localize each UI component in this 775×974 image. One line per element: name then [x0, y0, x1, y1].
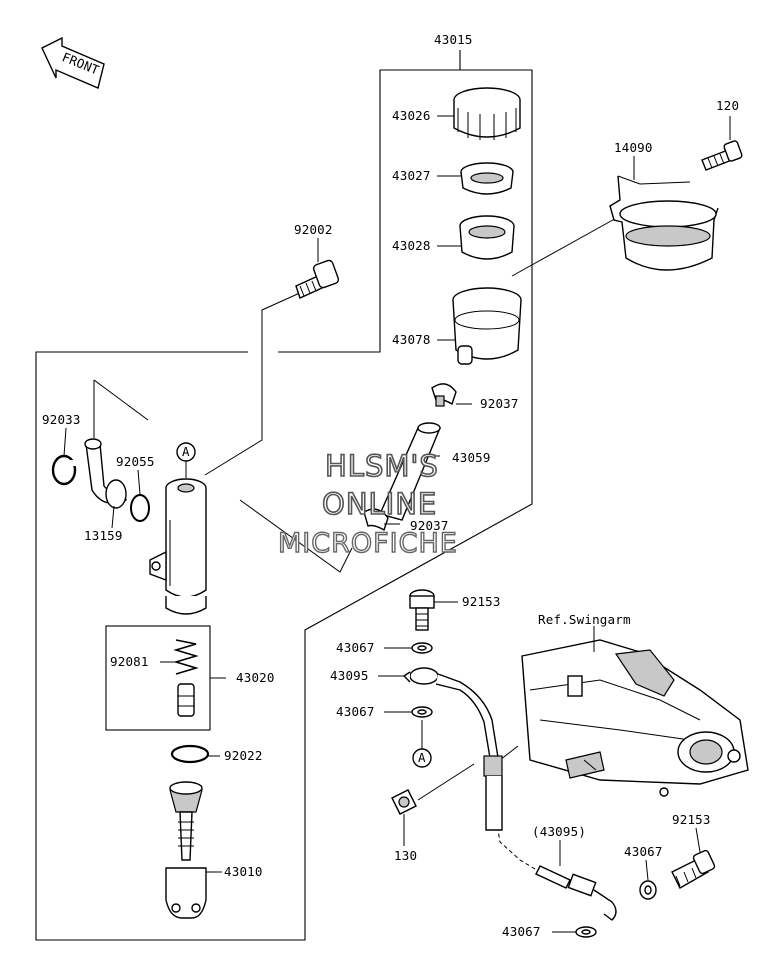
label-43095-ref: (43095) — [532, 824, 586, 839]
master-cylinder-body — [149, 478, 207, 615]
marker-a-top: A — [176, 442, 196, 478]
label-43095: 43095 — [330, 668, 369, 683]
circlip-92033 — [51, 454, 77, 486]
reservoir-guard — [609, 175, 719, 271]
label-43026: 43026 — [392, 108, 431, 123]
reservoir-tank — [452, 287, 522, 365]
hose-clamp-upper — [431, 383, 457, 407]
bolt-120 — [701, 140, 743, 171]
label-92081: 92081 — [110, 654, 149, 669]
reservoir-cap — [453, 87, 521, 140]
label-43067-d: 43067 — [624, 844, 663, 859]
banjo-bolt-lower — [671, 849, 716, 889]
label-43010: 43010 — [224, 864, 263, 879]
marker-a-bottom-text: A — [418, 750, 426, 765]
label-92002: 92002 — [294, 222, 333, 237]
bolt-130 — [391, 789, 417, 815]
push-rod — [165, 781, 207, 919]
label-92153-upper: 92153 — [462, 594, 501, 609]
label-92153-lower: 92153 — [672, 812, 711, 827]
label-43027: 43027 — [392, 168, 431, 183]
label-92037-lower: 92037 — [410, 518, 449, 533]
label-92055: 92055 — [116, 454, 155, 469]
brake-hose — [402, 667, 503, 831]
swingarm-reference — [521, 639, 749, 797]
washer-lower-left — [575, 926, 597, 938]
label-14090: 14090 — [614, 140, 653, 155]
bolt-92002 — [295, 259, 340, 299]
marker-a-bottom: A — [412, 720, 432, 768]
watermark: HLSM'S ONLINE MICROFICHE — [277, 448, 458, 560]
label-43067-a: 43067 — [336, 640, 375, 655]
label-43028: 43028 — [392, 238, 431, 253]
banjo-bolt-upper — [409, 589, 435, 631]
label-13159: 13159 — [84, 528, 123, 543]
label-92033: 92033 — [42, 412, 81, 427]
marker-a-top-text: A — [182, 444, 190, 459]
watermark-line2: ONLINE — [322, 487, 437, 521]
label-43078: 43078 — [392, 332, 431, 347]
washer-middle — [411, 706, 433, 718]
watermark-line3: MICROFICHE — [278, 528, 458, 559]
label-130: 130 — [394, 848, 417, 863]
o-ring-92055 — [130, 494, 150, 522]
label-43059: 43059 — [452, 450, 491, 465]
label-43015: 43015 — [434, 32, 473, 47]
reservoir-diaphragm-plate — [460, 162, 514, 195]
washer-lower-right — [639, 880, 657, 900]
washer-upper — [411, 642, 433, 654]
front-arrow-icon: FRONT — [41, 36, 105, 89]
label-ref-swingarm: Ref.Swingarm — [538, 612, 631, 627]
label-120: 120 — [716, 98, 739, 113]
reservoir-hose — [379, 422, 442, 521]
spring-92081 — [173, 639, 199, 675]
label-43020: 43020 — [236, 670, 275, 685]
part-labels: 43015 43026 43027 43028 43078 120 14090 … — [42, 32, 739, 939]
leader-lines — [63, 115, 731, 933]
watermark-line1: HLSM'S — [325, 449, 439, 483]
reservoir-diaphragm — [459, 215, 515, 260]
piston — [177, 683, 195, 717]
circlip-92022 — [170, 744, 210, 764]
inlet-joint — [84, 438, 127, 509]
label-92022: 92022 — [224, 748, 263, 763]
label-43067-b: 43067 — [336, 704, 375, 719]
label-43067-c: 43067 — [502, 924, 541, 939]
label-92037-upper: 92037 — [480, 396, 519, 411]
brake-hose-lower-end — [535, 865, 617, 921]
hose-clamp-lower — [363, 508, 389, 532]
